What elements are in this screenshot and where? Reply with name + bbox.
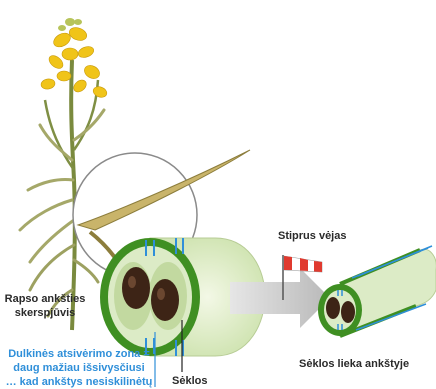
seeds-label: Sėklos	[172, 374, 207, 388]
seeds-stay-label: Sėklos lieka ankštyje	[299, 357, 409, 371]
dehiscence-line1: Dulkinės atsivėrimo zona =	[8, 348, 150, 360]
dehiscence-line2: daug mažiau išsivysčiusi	[13, 362, 144, 374]
dehiscence-line3: … kad ankštys nesiskilinėtų	[6, 376, 153, 388]
strong-wind-label: Stiprus vėjas	[278, 229, 346, 243]
pod-cross-section-line1: Rapso ankšties	[5, 293, 86, 305]
intact-pod	[318, 246, 436, 336]
pod-cross-section-label: Rapso ankšties skerspjūvis	[4, 292, 86, 320]
pod-cross-section-line2: skerspjūvis	[15, 307, 76, 319]
dehiscence-zone-label: Dulkinės atsivėrimo zona = daug mažiau i…	[4, 347, 154, 389]
